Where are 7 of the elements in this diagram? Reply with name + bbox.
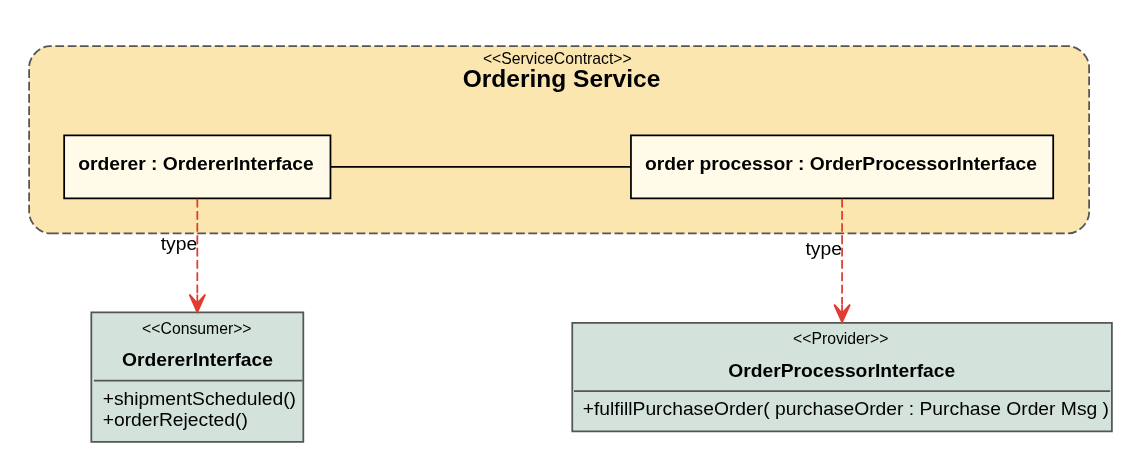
edge-label: type [805, 237, 842, 259]
node-box: order processor : OrderProcessorInterface [630, 134, 1055, 200]
arrow [188, 197, 207, 313]
connector [329, 166, 632, 168]
node-box: orderer : OrdererInterface [63, 134, 332, 200]
edge-label: type [160, 232, 198, 254]
arrow [833, 197, 851, 323]
